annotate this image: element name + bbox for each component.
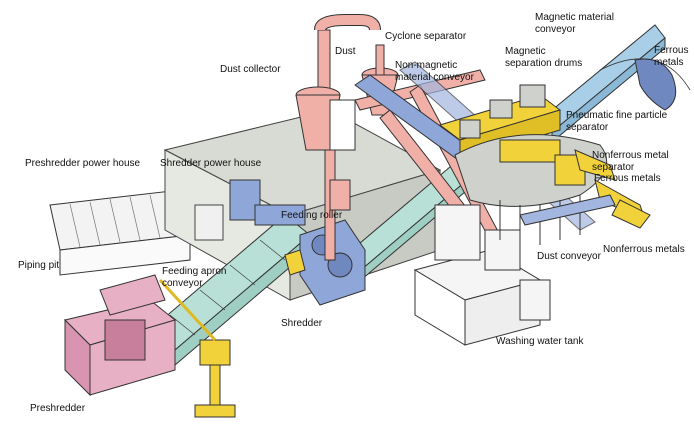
nonferrous-separator	[574, 149, 651, 229]
label-nonferrous-metals: Nonferrous metals	[603, 244, 685, 255]
dust-conveyor	[519, 194, 616, 226]
label-dust: Dust	[335, 46, 356, 57]
label-nonferrous-separator: Nonferrous metal separator	[592, 150, 669, 173]
preshredder	[64, 274, 177, 397]
preshredder-power-house	[49, 189, 191, 276]
label-ferrous-metals-right: Ferrous metals	[594, 173, 661, 184]
label-shredder: Shredder	[281, 318, 323, 329]
label-shredder-power-house: Shredder power house	[160, 158, 262, 169]
dust-collector	[295, 29, 356, 261]
label-pneumatic-separator: Pneumatic fine particle separator	[566, 110, 668, 133]
pneumatic-separator	[454, 134, 608, 245]
label-dust-collector: Dust collector	[220, 64, 281, 75]
label-piping-pit: Piping pit	[18, 260, 60, 271]
washing-water-tank	[413, 204, 551, 346]
ferrous-pile-top	[599, 58, 691, 111]
label-feeding-roller: Feeding roller	[281, 210, 343, 221]
label-cyclone-separator: Cyclone separator	[385, 31, 467, 42]
label-preshredder-power-house: Preshredder power house	[25, 158, 141, 169]
label-non-magnetic-conveyor: Non-magnetic material conveyor	[395, 60, 474, 83]
yellow-pedestal	[158, 278, 236, 418]
label-dust-conveyor: Dust conveyor	[537, 251, 601, 262]
label-washing-water-tank: Washing water tank	[496, 336, 584, 347]
label-magnetic-drums: Magnetic separation drums	[505, 46, 583, 69]
label-magnetic-conveyor: Magnetic material conveyor	[535, 12, 614, 35]
label-preshredder: Preshredder	[30, 403, 86, 414]
label-feeding-apron-conveyor: Feeding apron conveyor	[162, 266, 227, 289]
label-ferrous-metals-top: Ferrous metals	[654, 45, 689, 68]
